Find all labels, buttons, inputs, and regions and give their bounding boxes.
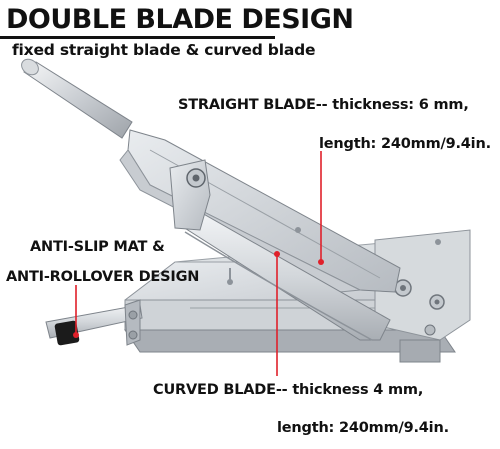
pivot-bracket — [169, 159, 301, 233]
curved-blade-label: CURVED BLADE-- thickness 4 mm, — [153, 382, 424, 398]
anti-rollover-label: ANTI-ROLLOVER DESIGN — [6, 269, 200, 285]
page-title: DOUBLE BLADE DESIGN — [6, 4, 354, 35]
title-underline — [0, 36, 275, 39]
straight-blade-label: STRAIGHT BLADE-- thickness: 6 mm, — [178, 97, 469, 113]
curved-blade-length: length: 240mm/9.4in. — [277, 420, 449, 436]
subtitle: fixed straight blade & curved blade — [12, 41, 316, 59]
anti-rollover-foot — [45, 299, 441, 363]
straight-blade-length: length: 240mm/9.4in. — [319, 136, 491, 152]
handle — [21, 58, 133, 139]
anti-slip-label: ANTI-SLIP MAT & — [30, 239, 165, 255]
